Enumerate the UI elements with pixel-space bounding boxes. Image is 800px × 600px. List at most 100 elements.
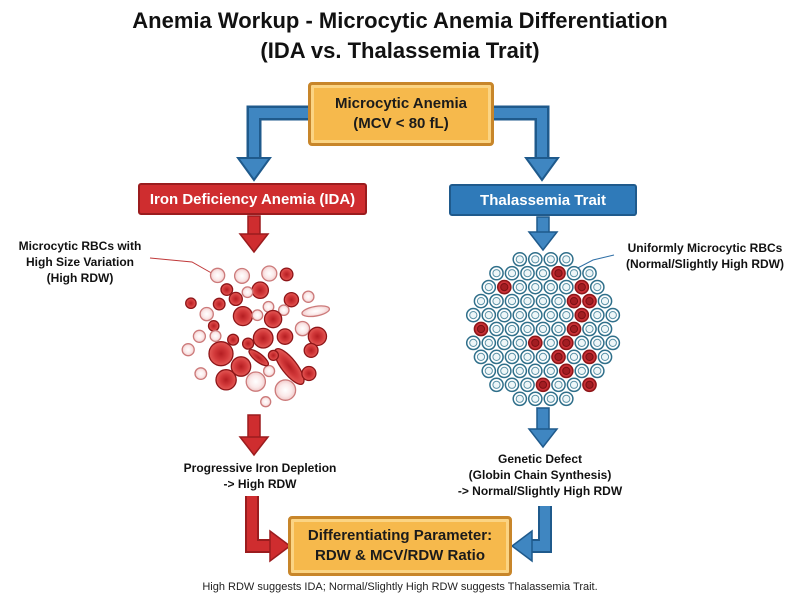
thalassemia-node-label: Thalassemia Trait [480,191,606,209]
ida-rbc-cell [209,267,226,284]
thal-rbc-cell [473,293,489,309]
thal-rbc-cell [582,293,597,309]
thal-rbc-cell [465,335,481,351]
ida-outcome-line-2: -> High RDW [223,477,297,491]
thal-rbc-cell [527,363,543,379]
thal-rbc-cell [504,265,520,281]
thal-rbc-cell [481,307,497,323]
thal-rbc-cell [566,293,582,309]
differentiating-parameter-title: Differentiating Parameter: [307,527,493,544]
thal-rbc-cell [489,265,504,281]
ida-rbc-cell [199,306,214,322]
ida-rbc-cell [208,341,234,367]
thal-rbc-cell [551,377,566,393]
mcv-threshold: (MCV < 80 fL) [353,115,449,132]
ida-rbc-cell [181,343,195,357]
thal-rbc-cell [512,391,528,407]
thal-rbc-cell [543,363,559,379]
ida-rbc-cell [228,291,243,307]
ida-rbc-cell [241,337,255,350]
ida-rbc-cell [273,348,305,385]
thal-rbc-cell [527,251,543,267]
thal-outcome-line-2: (Globin Chain Synthesis) [468,468,612,482]
ida-rbc-cluster-icon [181,265,331,408]
thal-rbc-cell [558,307,574,323]
thal-rbc-cell [566,265,582,281]
ida-rbc-cell [263,309,283,329]
ida-rbc-cell [220,283,234,297]
thal-rbc-cell [589,279,605,295]
microcytic-anemia-node: Microcytic Anemia (MCV < 80 fL) [308,82,494,146]
arrow-thal-cells-to-outcome [527,407,559,449]
thal-rbc-cell [496,335,512,351]
thal-rbc-cell [605,307,621,323]
ida-rbc-cell [230,356,252,377]
thal-rbc-cell [574,335,590,351]
ida-rbc-cell [227,333,240,346]
thal-rbc-cell [504,321,520,337]
thal-rbc-cell [527,307,543,323]
diagram-title-line-2: (IDA vs. Thalassemia Trait) [260,38,540,63]
thal-rbc-cell [582,321,597,337]
ida-rbc-cell [260,396,272,408]
thal-rbc-cell [589,307,605,323]
thal-rbc-cell [512,335,528,351]
thal-rbc-cell [589,363,605,379]
thal-rbc-cell [473,349,489,365]
thal-rbc-cell [605,335,621,351]
thal-rbc-cell [512,363,528,379]
ida-outcome: Progressive Iron Depletion -> High RDW [150,460,370,492]
thal-rbc-description: Uniformly Microcytic RBCs (Normal/Slight… [612,240,798,272]
thal-rbc-cell [535,377,551,393]
thal-outcome-line-3: -> Normal/Slightly High RDW [457,484,623,498]
arrow-top-to-ida [236,105,308,182]
ida-rbc-cell [302,290,315,303]
thal-rbc-cell [496,363,512,379]
ida-rbc-cell [261,265,278,282]
thal-rbc-cell [597,349,613,365]
thal-rbc-cell [535,265,551,281]
thal-rbc-cell [481,279,497,295]
thal-rbc-cell [543,335,559,351]
thal-rbc-cell [489,293,504,309]
thal-rbc-cell [558,363,574,379]
thal-rbc-cell [489,321,504,337]
thal-rbc-cell [589,335,605,351]
thal-rbc-cell [520,293,535,309]
ida-rbc-line-1: Microcytic RBCs with [18,239,142,253]
ida-rbc-cell [245,371,267,392]
thal-rbc-cell [520,265,535,281]
thal-rbc-cell [551,321,566,337]
ida-rbc-cell [192,329,207,343]
thal-rbc-cell [481,363,497,379]
ida-rbc-cell [207,320,220,332]
thal-rbc-cell [504,349,520,365]
thal-rbc-cell [566,321,582,337]
diagram-title-line-1: Anemia Workup - Microcytic Anemia Differ… [132,8,668,33]
differentiating-parameter-value: RDW & MCV/RDW Ratio [315,547,485,564]
thal-rbc-cell [574,307,590,323]
arrow-ida-to-cells [238,215,270,254]
thal-rbc-cell [543,251,559,267]
ida-rbc-description: Microcytic RBCs with High Size Variation… [10,238,150,286]
thal-rbc-cell [527,279,543,295]
thal-rbc-cell [520,349,535,365]
ida-rbc-cell [276,328,294,345]
thal-rbc-line-2: (Normal/Slightly High RDW) [626,257,784,271]
thal-rbc-cell [558,251,574,267]
microcytic-anemia-title: Microcytic Anemia [335,95,467,112]
ida-rbc-line-2: High Size Variation [25,255,135,269]
arrow-thal-to-cells [527,216,559,252]
ida-rbc-cell [215,369,237,391]
thal-rbc-cell [512,307,528,323]
thal-rbc-cell [512,251,528,267]
ida-rbc-cell [274,379,297,401]
thal-rbc-cell [465,307,481,323]
ida-rbc-cell [294,320,311,337]
thal-rbc-cell [574,363,590,379]
thal-outcome-line-1: Genetic Defect [497,452,583,466]
thal-rbc-cell [535,293,551,309]
ida-node-label: Iron Deficiency Anemia (IDA) [149,190,356,208]
thal-rbc-cell [582,377,597,393]
